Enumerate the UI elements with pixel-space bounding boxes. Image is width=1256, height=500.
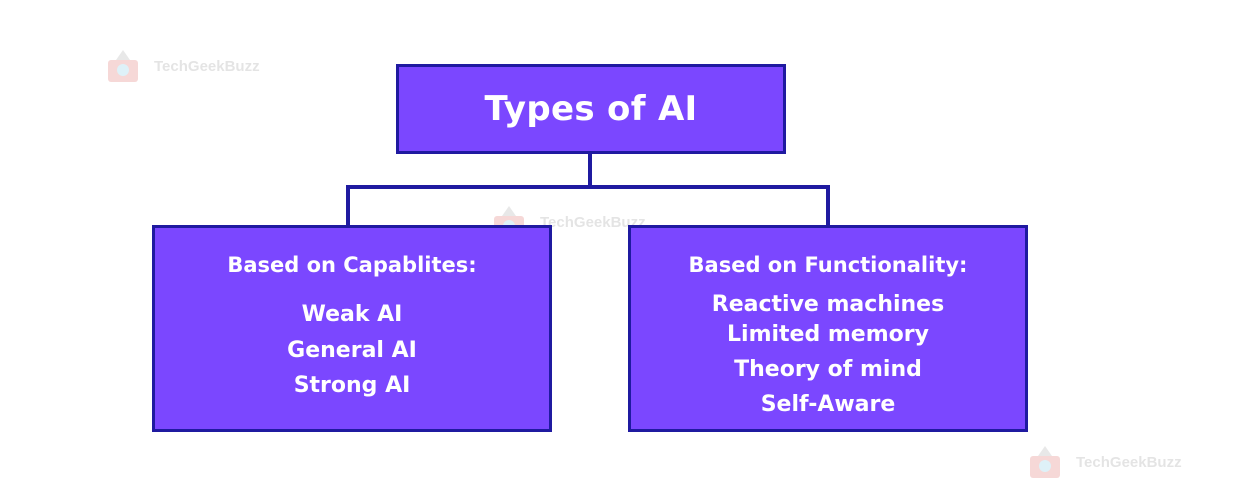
branch-item: Strong AI [293,373,411,398]
watermark-text: TechGeekBuzz [1076,453,1182,471]
connector-root-stem [588,152,592,188]
robot-logo-icon [1028,444,1062,480]
branch-node-functionality: Based on Functionality: Reactive machine… [628,225,1028,432]
connector-left-drop [346,185,350,227]
branch-item: Theory of mind [734,357,922,382]
watermark-top-left: TechGeekBuzz [106,48,260,84]
watermark-bottom-right: TechGeekBuzz [1028,444,1182,480]
branch-heading: Based on Functionality: [688,253,968,277]
branch-heading: Based on Capablites: [227,253,477,277]
connector-right-drop [826,185,830,227]
branch-item: Self-Aware [760,392,896,417]
branch-item: Reactive machines [711,292,945,317]
watermark-text: TechGeekBuzz [540,213,646,231]
branch-item: Limited memory [727,322,929,347]
root-node: Types of AI [396,64,786,154]
branch-item: General AI [287,338,417,363]
branch-node-capabilities: Based on Capablites: Weak AI General AI … [152,225,552,432]
branch-item: Weak AI [301,302,403,327]
robot-logo-icon [106,48,140,84]
watermark-text: TechGeekBuzz [154,57,260,75]
connector-horizontal-bar [346,185,830,189]
root-title: Types of AI [484,89,698,129]
